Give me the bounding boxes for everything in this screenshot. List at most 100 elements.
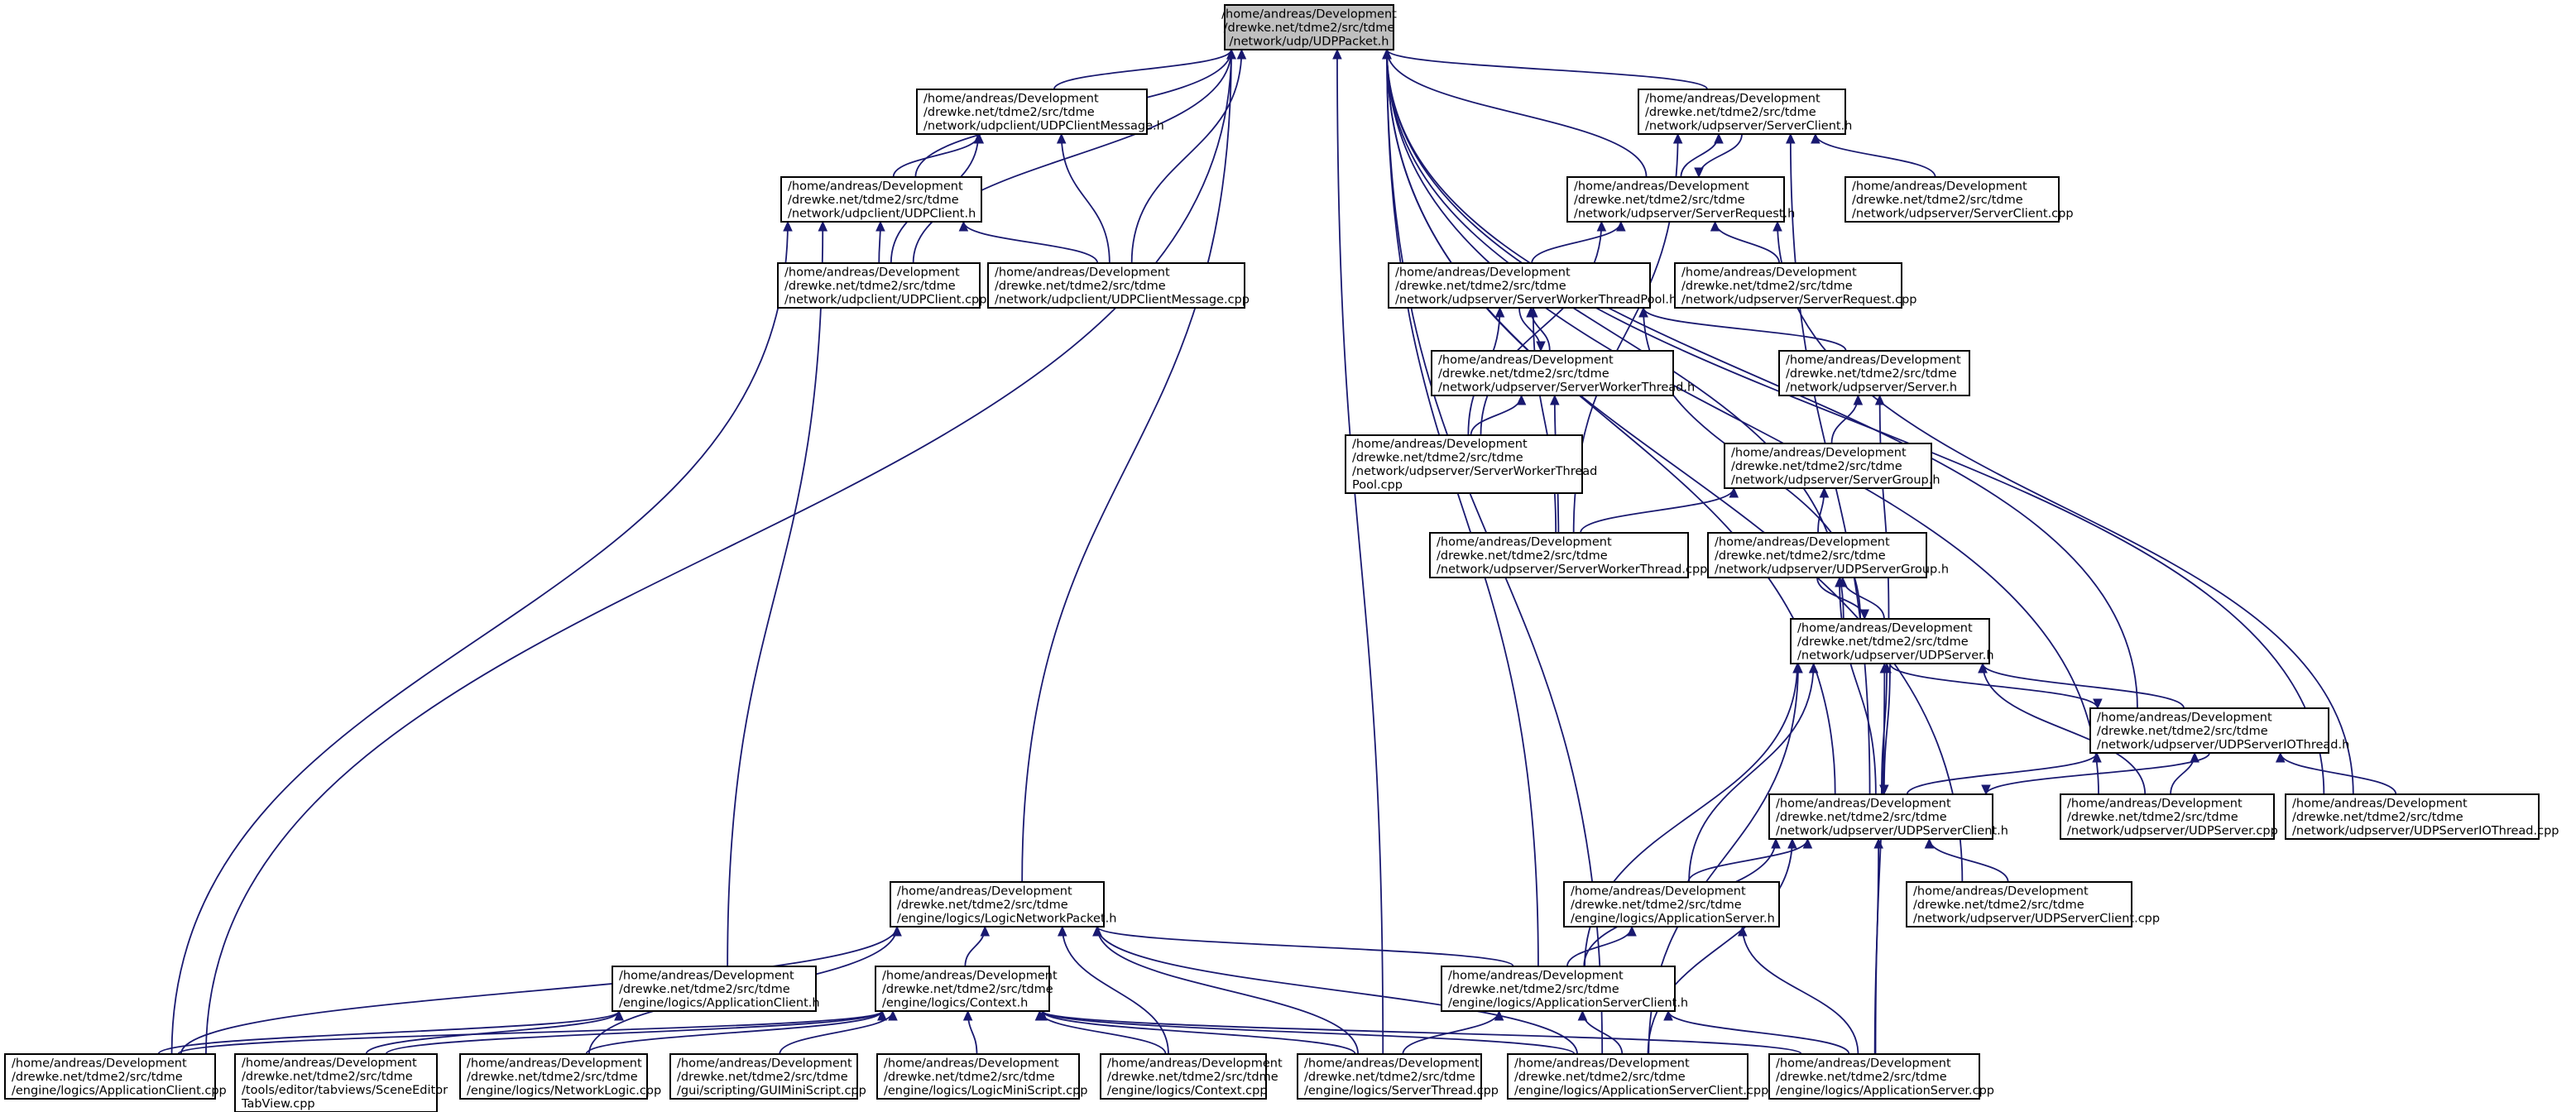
edge-server_h-to-serverworkerthreadpool_h xyxy=(1643,307,1847,352)
node-serverrequest_cpp[interactable]: /home/andreas/Development/drewke.net/tdm… xyxy=(1674,262,1916,309)
arrowhead-udpserverclient_h xyxy=(1802,837,1813,849)
node-applicationclient_cpp[interactable]: /home/andreas/Development/drewke.net/tdm… xyxy=(4,1053,227,1100)
node-box[interactable] xyxy=(987,262,1245,309)
node-box[interactable] xyxy=(1100,1053,1267,1100)
node-box[interactable] xyxy=(1790,618,1990,664)
node-box[interactable] xyxy=(612,966,817,1012)
node-label-line: /network/udpserver/UDPServer.h xyxy=(1797,649,1994,662)
node-label-line: Pool.cpp xyxy=(1352,479,1403,492)
node-label-line: /drewke.net/tdme2/src/tdme xyxy=(1437,549,1608,563)
node-box[interactable] xyxy=(2060,793,2275,840)
node-serverworkerthread_h[interactable]: /home/andreas/Development/drewke.net/tdm… xyxy=(1431,350,1695,396)
edge-udpserver_cpp-to-udppacket_h xyxy=(1386,49,2099,795)
node-serverthread_cpp[interactable]: /home/andreas/Development/drewke.net/tdm… xyxy=(1297,1053,1499,1100)
node-serverrequest_h[interactable]: /home/andreas/Development/drewke.net/tdm… xyxy=(1566,176,1795,223)
node-label-line: /home/andreas/Development xyxy=(1913,884,2089,898)
node-box[interactable] xyxy=(1724,443,1932,489)
node-udpserverclient_h[interactable]: /home/andreas/Development/drewke.net/tdm… xyxy=(1768,793,2008,840)
node-box[interactable] xyxy=(1507,1053,1749,1100)
node-serverclient_cpp[interactable]: /home/andreas/Development/drewke.net/tdm… xyxy=(1844,176,2074,223)
node-box[interactable] xyxy=(1441,966,1676,1012)
node-udpclientmessage_h[interactable]: /home/andreas/Development/drewke.net/tdm… xyxy=(916,89,1164,135)
node-applicationserver_h[interactable]: /home/andreas/Development/drewke.net/tdm… xyxy=(1563,881,1780,927)
node-box[interactable] xyxy=(234,1053,438,1112)
edge-udpserverclient_h-to-udpservergroup_h xyxy=(1839,577,1877,795)
node-udpclient_cpp[interactable]: /home/andreas/Development/drewke.net/tdm… xyxy=(777,262,986,309)
node-context_h[interactable]: /home/andreas/Development/drewke.net/tdm… xyxy=(875,966,1058,1012)
node-udpserverclient_cpp[interactable]: /home/andreas/Development/drewke.net/tdm… xyxy=(1906,881,2160,927)
arrowhead-udpserverclient_h xyxy=(1771,837,1781,849)
node-box[interactable] xyxy=(890,881,1105,927)
node-logicnetworkpacket_h[interactable]: /home/andreas/Development/drewke.net/tdm… xyxy=(890,881,1116,927)
node-label-line: /drewke.net/tdme2/src/tdme xyxy=(1571,899,1742,912)
node-applicationserverclient_cpp[interactable]: /home/andreas/Development/drewke.net/tdm… xyxy=(1507,1053,1768,1100)
node-label-line: /drewke.net/tdme2/src/tdme xyxy=(1797,635,1969,649)
node-label-line: /network/udpclient/UDPClient.h xyxy=(788,207,976,220)
node-networklogic_cpp[interactable]: /home/andreas/Development/drewke.net/tdm… xyxy=(459,1053,661,1100)
nodes-layer: /home/andreas/Development/drewke.net/tdm… xyxy=(4,4,2559,1112)
node-applicationclient_h[interactable]: /home/andreas/Development/drewke.net/tdm… xyxy=(612,966,820,1012)
node-box[interactable] xyxy=(1563,881,1780,927)
node-udpserver_h[interactable]: /home/andreas/Development/drewke.net/tdm… xyxy=(1790,618,1994,664)
edge-udpserver_h-to-udppacket_h xyxy=(1386,49,1844,620)
node-box[interactable] xyxy=(1768,1053,1980,1100)
node-box[interactable] xyxy=(1345,434,1583,494)
node-box[interactable] xyxy=(2089,707,2329,754)
node-box[interactable] xyxy=(780,176,982,223)
node-label-line: /drewke.net/tdme2/src/tdme xyxy=(2097,725,2268,738)
node-logicminiscript_cpp[interactable]: /home/andreas/Development/drewke.net/tdm… xyxy=(876,1053,1087,1100)
arrowhead-applicationclient_h xyxy=(614,1009,624,1021)
edge-sceneeditortabview_cpp-to-applicationclient_h xyxy=(365,1010,620,1055)
node-label-line: /network/udpserver/ServerClient.h xyxy=(1645,119,1852,132)
node-box[interactable] xyxy=(1638,89,1846,135)
node-box[interactable] xyxy=(1429,532,1689,578)
node-box[interactable] xyxy=(1431,350,1674,396)
node-udpservergroup_h[interactable]: /home/andreas/Development/drewke.net/tdm… xyxy=(1707,532,1949,578)
node-box[interactable] xyxy=(1778,350,1970,396)
node-box[interactable] xyxy=(2285,793,2540,840)
node-box[interactable] xyxy=(1906,881,2132,927)
node-serverworkerthreadpool_cpp[interactable]: /home/andreas/Development/drewke.net/tdm… xyxy=(1345,434,1597,494)
node-box[interactable] xyxy=(1844,176,2060,223)
node-applicationserver_cpp[interactable]: /home/andreas/Development/drewke.net/tdm… xyxy=(1768,1053,1994,1100)
edge-applicationclient_cpp-to-udpclient_h xyxy=(170,221,789,1055)
node-box[interactable] xyxy=(876,1053,1080,1100)
arrowhead-udpserverclient_h xyxy=(1787,837,1797,849)
node-box[interactable] xyxy=(4,1053,216,1100)
node-label-line: /engine/logics/Context.cpp xyxy=(1107,1084,1268,1097)
node-context_cpp[interactable]: /home/andreas/Development/drewke.net/tdm… xyxy=(1100,1053,1283,1100)
node-box[interactable] xyxy=(916,89,1148,135)
arrowhead-logicnetworkpacket_h xyxy=(980,925,991,937)
node-serverworkerthreadpool_h[interactable]: /home/andreas/Development/drewke.net/tdm… xyxy=(1388,262,1677,309)
edge-udpserver_h-to-udpserveriothread_h xyxy=(1889,663,2099,709)
node-box[interactable] xyxy=(777,262,981,309)
node-label-line: /network/udpserver/Server.h xyxy=(1786,381,1957,394)
node-box[interactable] xyxy=(1566,176,1785,223)
node-udpserver_cpp[interactable]: /home/andreas/Development/drewke.net/tdm… xyxy=(2060,793,2278,840)
node-box[interactable] xyxy=(1297,1053,1482,1100)
node-guiminiscript_cpp[interactable]: /home/andreas/Development/drewke.net/tdm… xyxy=(669,1053,866,1100)
node-server_h[interactable]: /home/andreas/Development/drewke.net/tdm… xyxy=(1778,350,1970,396)
node-box[interactable] xyxy=(875,966,1050,1012)
node-servergroup_h[interactable]: /home/andreas/Development/drewke.net/tdm… xyxy=(1724,443,1940,489)
node-applicationserverclient_h[interactable]: /home/andreas/Development/drewke.net/tdm… xyxy=(1441,966,1688,1012)
node-label-line: /drewke.net/tdme2/src/tdme xyxy=(884,1071,1055,1084)
node-label-line: /drewke.net/tdme2/src/tdme xyxy=(1395,280,1566,293)
node-sceneeditortabview_cpp[interactable]: /home/andreas/Development/drewke.net/tdm… xyxy=(234,1053,448,1112)
node-box[interactable] xyxy=(1224,4,1394,50)
node-serverclient_h[interactable]: /home/andreas/Development/drewke.net/tdm… xyxy=(1638,89,1852,135)
node-box[interactable] xyxy=(669,1053,858,1100)
node-serverworkerthread_cpp[interactable]: /home/andreas/Development/drewke.net/tdm… xyxy=(1429,532,1707,578)
node-udpserveriothread_h[interactable]: /home/andreas/Development/drewke.net/tdm… xyxy=(2089,707,2349,754)
node-box[interactable] xyxy=(1674,262,1902,309)
node-label-line: /engine/logics/ApplicationServerClient.c… xyxy=(1514,1084,1768,1097)
node-udpclient_h[interactable]: /home/andreas/Development/drewke.net/tdm… xyxy=(780,176,982,223)
node-udpserveriothread_cpp[interactable]: /home/andreas/Development/drewke.net/tdm… xyxy=(2285,793,2559,840)
node-udppacket_h[interactable]: /home/andreas/Development/drewke.net/tdm… xyxy=(1221,4,1397,50)
node-box[interactable] xyxy=(459,1053,648,1100)
node-udpclientmessage_cpp[interactable]: /home/andreas/Development/drewke.net/tdm… xyxy=(987,262,1250,309)
arrowhead-logicnetworkpacket_h xyxy=(1057,925,1067,937)
node-box[interactable] xyxy=(1768,793,1993,840)
node-box[interactable] xyxy=(1707,532,1927,578)
node-box[interactable] xyxy=(1388,262,1651,309)
